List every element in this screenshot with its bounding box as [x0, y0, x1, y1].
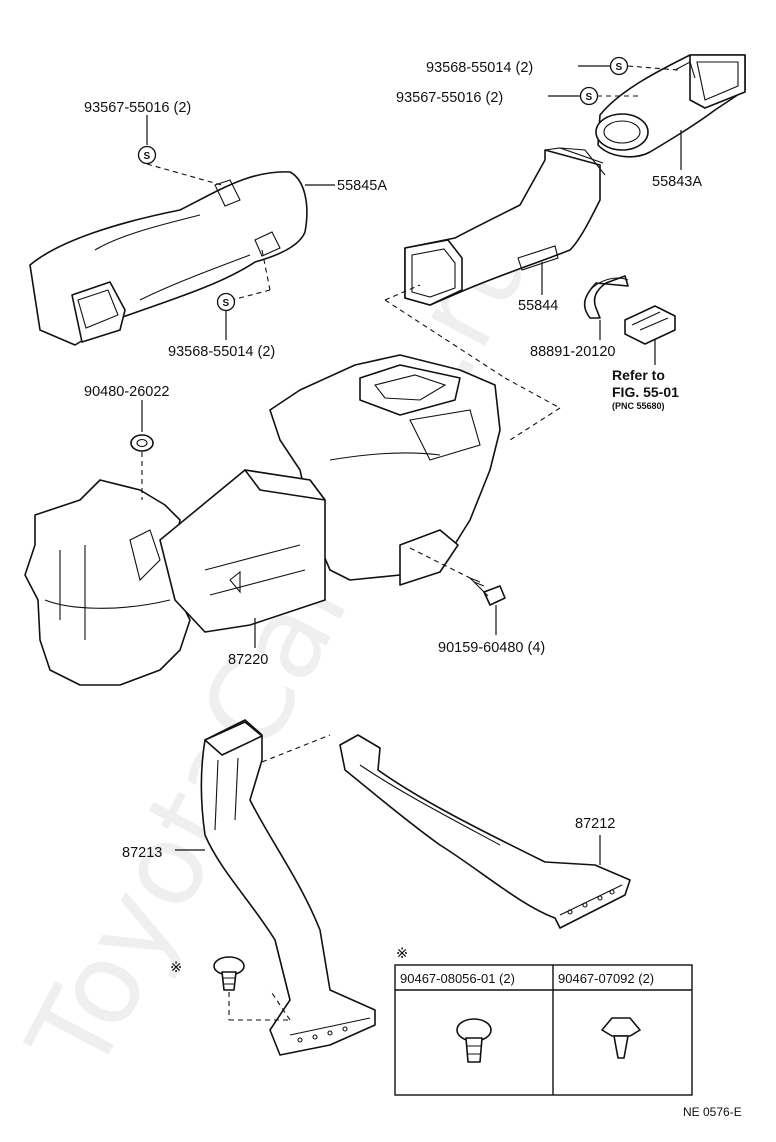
clip-88891-20120 — [583, 275, 629, 319]
label-87213: 87213 — [122, 845, 162, 861]
footer-code: NE 0576-E — [683, 1105, 742, 1119]
s-symbol-93567-top: S — [579, 86, 599, 106]
label-55843a: 55843A — [652, 174, 702, 190]
label-90480-26022: 90480-26022 — [84, 384, 169, 400]
connector-55680 — [624, 305, 676, 345]
label-87212: 87212 — [575, 816, 615, 832]
svg-text:S: S — [616, 62, 623, 73]
label-93568-55014-left: 93568-55014 (2) — [168, 344, 275, 360]
note-mark-table: ※ — [396, 946, 408, 962]
label-90159-60480: 90159-60480 (4) — [438, 640, 545, 656]
duct-87213 — [200, 719, 376, 1056]
seal-90480-26022 — [130, 434, 154, 452]
label-93568-55014-top: 93568-55014 (2) — [426, 60, 533, 76]
svg-text:S: S — [144, 151, 151, 162]
clip-table — [394, 964, 693, 1096]
reference-note-line2: FIG. 55-01 — [612, 384, 679, 400]
clip-table-col1: 90467-08056-01 (2) — [400, 971, 515, 986]
duct-55844 — [404, 147, 606, 306]
duct-87220 — [159, 469, 326, 633]
s-symbol-93568-left: S — [216, 292, 236, 312]
s-symbol-93567-left: S — [137, 145, 157, 165]
duct-55843a — [595, 54, 746, 158]
svg-text:S: S — [586, 92, 593, 103]
label-55845a: 55845A — [337, 178, 387, 194]
heater-unit — [24, 354, 501, 686]
svg-text:S: S — [223, 298, 230, 309]
clip-90467-07092 — [601, 1017, 641, 1059]
label-93567-55016-top: 93567-55016 (2) — [396, 90, 503, 106]
duct-87212 — [339, 734, 631, 929]
label-87220: 87220 — [228, 652, 268, 668]
clip-push-rivet-left — [213, 956, 245, 991]
reference-note-line1: Refer to — [612, 367, 665, 383]
clip-table-col2: 90467-07092 (2) — [558, 971, 654, 986]
s-symbol-93568-top: S — [609, 56, 629, 76]
label-55844: 55844 — [518, 298, 558, 314]
screw-90159-60480 — [469, 577, 506, 606]
label-93567-55016-left: 93567-55016 (2) — [84, 100, 191, 116]
reference-note-line3: (PNC 55680) — [612, 401, 665, 411]
label-88891-20120: 88891-20120 — [530, 344, 615, 360]
clip-90467-08056 — [456, 1018, 492, 1063]
note-mark-left: ※ — [170, 960, 182, 976]
duct-55845a — [29, 171, 308, 346]
